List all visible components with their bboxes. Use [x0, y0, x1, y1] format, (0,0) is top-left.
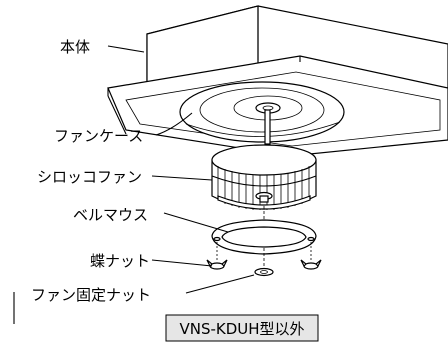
label-body: 本体 — [60, 38, 90, 56]
label-sirocco-fan: シロッコファン — [37, 168, 142, 186]
model-note-text: VNS-KDUH型以外 — [179, 320, 304, 338]
sirocco-fan — [211, 144, 317, 226]
leader-lines — [107, 45, 255, 294]
leader-sirocco-fan — [151, 175, 213, 181]
label-fan-fixing-nut: ファン固定ナット — [31, 286, 151, 304]
leader-fan-fixing-nut — [185, 274, 255, 294]
label-fan-case: ファンケース — [54, 127, 143, 145]
label-wing-nut: 蝶ナット — [90, 252, 150, 270]
bellmouth — [211, 219, 317, 268]
leader-fan-case — [155, 112, 193, 136]
fan-fixing-nut — [254, 267, 274, 277]
leader-body — [107, 45, 145, 53]
leader-wing-nut — [151, 259, 213, 267]
model-note-badge: VNS-KDUH型以外 — [165, 314, 319, 342]
fan-case — [179, 81, 345, 143]
leader-bellmouth — [163, 212, 229, 233]
wing-nut-right — [300, 242, 322, 270]
label-bellmouth: ベルマウス — [73, 206, 148, 224]
